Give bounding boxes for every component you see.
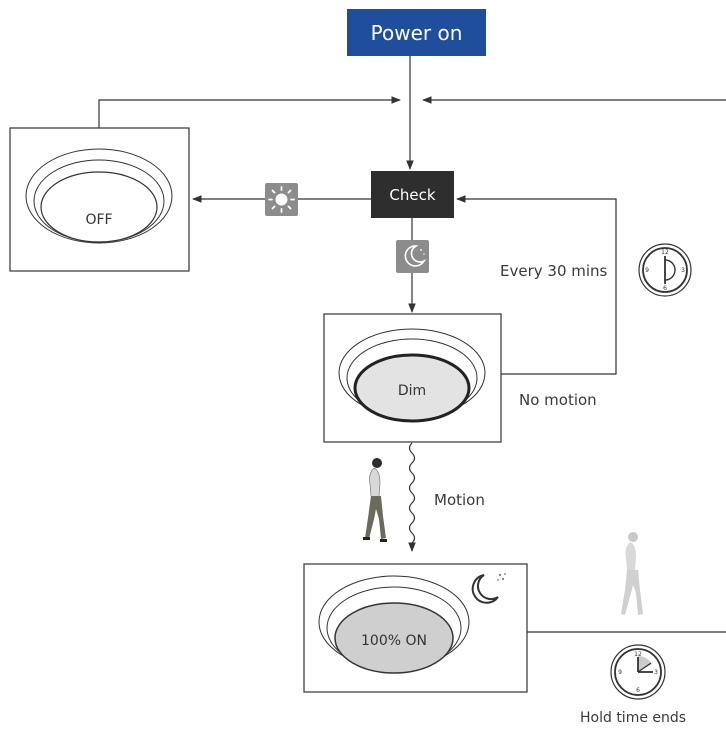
full-on-node [303, 563, 528, 693]
motion-label: Motion [434, 491, 485, 509]
person-walking-icon [363, 458, 387, 542]
svg-text:6: 6 [663, 285, 667, 292]
svg-text:12: 12 [634, 651, 642, 658]
full-on-label: 100% ON [361, 633, 427, 649]
moon-icon [396, 240, 429, 273]
power-on-label: Power on [370, 20, 463, 45]
dim-node [323, 313, 502, 443]
check-node: Check [371, 171, 454, 218]
crescent-moon-stars-icon [471, 573, 506, 604]
svg-text:3: 3 [654, 669, 658, 676]
no-motion-label: No motion [519, 391, 597, 409]
svg-text:12: 12 [661, 249, 669, 256]
svg-text:9: 9 [618, 669, 622, 676]
off-label: OFF [85, 212, 113, 228]
clock-icon: 12 3 6 9 [638, 243, 692, 297]
svg-text:6: 6 [636, 687, 640, 694]
sun-icon [265, 183, 298, 216]
svg-text:9: 9 [645, 267, 649, 274]
off-feedback-line [98, 96, 401, 128]
person-ghost-icon [621, 532, 643, 615]
clock-icon: 12 3 6 9 [610, 644, 666, 700]
power-on-node: Power on [347, 9, 486, 56]
off-node [9, 127, 190, 272]
check-label: Check [389, 185, 436, 204]
every-30-mins-label: Every 30 mins [500, 262, 608, 280]
dim-label: Dim [397, 383, 427, 399]
motion-wave-line [408, 442, 416, 552]
svg-text:3: 3 [681, 267, 685, 274]
dim-recheck-line [456, 195, 617, 375]
hold-time-ends-label: Hold time ends [580, 710, 687, 726]
